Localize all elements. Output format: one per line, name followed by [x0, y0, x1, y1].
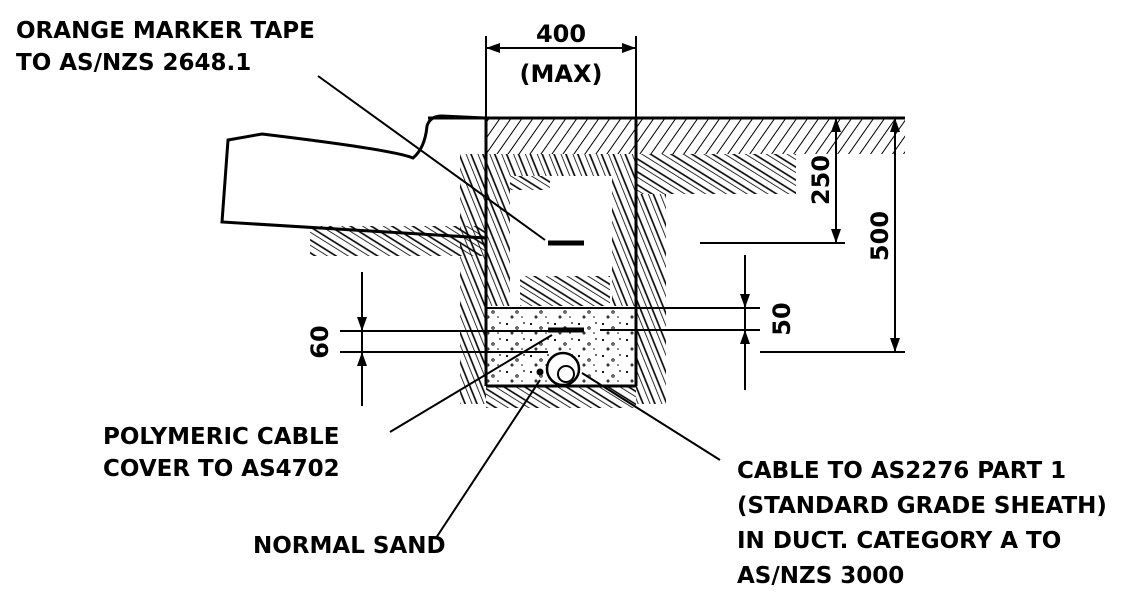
dimension-marker-depth-value: 250: [807, 155, 835, 205]
dimension-marker-depth: 250: [700, 118, 845, 244]
label-sand-line-1: NORMAL SAND: [253, 533, 446, 559]
label-cable-cover: POLYMERIC CABLE COVER TO AS4702: [103, 424, 340, 482]
dimension-sand-above-cable: 50: [600, 255, 796, 390]
trench-backfill: [486, 176, 636, 306]
dimension-total-depth: 500: [760, 118, 905, 353]
dimension-width: 400 (MAX): [485, 20, 637, 118]
label-sand: NORMAL SAND: [253, 533, 446, 559]
sand-bedding: [486, 307, 636, 388]
dimension-sand-above-cable-value: 50: [768, 302, 796, 335]
concrete-path: [220, 114, 488, 240]
label-cable: CABLE TO AS2276 PART 1 (STANDARD GRADE S…: [737, 458, 1107, 589]
label-cable-line-2: (STANDARD GRADE SHEATH): [737, 493, 1107, 519]
label-marker-tape-line-2: TO AS/NZS 2648.1: [16, 50, 251, 76]
dimension-cable-zone: 60: [306, 272, 548, 406]
cable-duct: [545, 351, 581, 387]
dimension-width-value: 400: [536, 20, 586, 48]
surface-layer: [428, 116, 905, 154]
label-cable-line-4: AS/NZS 3000: [737, 563, 904, 589]
dimension-total-depth-value: 500: [866, 211, 894, 261]
dimension-cable-zone-value: 60: [306, 325, 334, 358]
label-cable-line-3: IN DUCT. CATEGORY A TO: [737, 528, 1061, 554]
label-marker-tape-line-1: ORANGE MARKER TAPE: [16, 18, 315, 44]
label-marker-tape: ORANGE MARKER TAPE TO AS/NZS 2648.1: [16, 18, 315, 76]
natural-ground: [310, 154, 796, 408]
label-cable-cover-line-1: POLYMERIC CABLE: [103, 424, 339, 450]
dimension-width-note: (MAX): [520, 60, 603, 88]
label-cable-line-1: CABLE TO AS2276 PART 1: [737, 458, 1066, 484]
label-cable-cover-line-2: COVER TO AS4702: [103, 456, 340, 482]
